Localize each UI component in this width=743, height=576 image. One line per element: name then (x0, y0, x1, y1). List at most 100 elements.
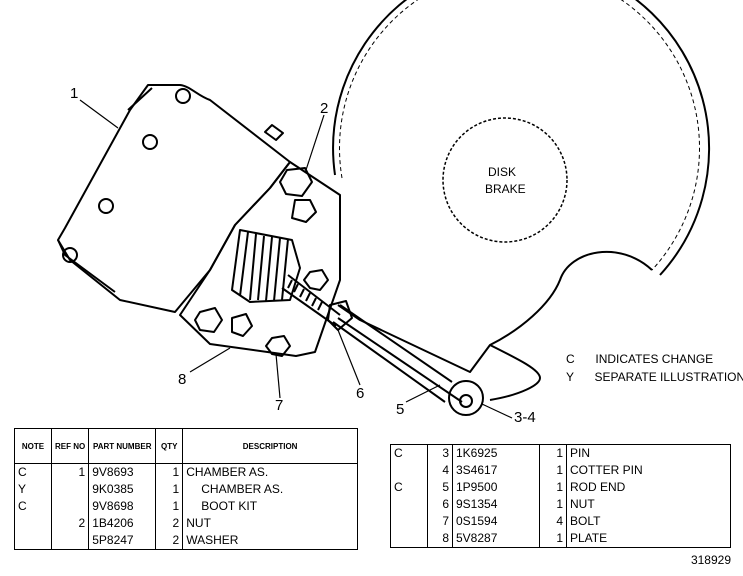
legend-row-separate: Y SEPARATE ILLUSTRATION (566, 370, 743, 384)
chamber-bolt (175, 88, 191, 104)
cell-note: C (390, 479, 428, 496)
cell-part: 1K6925 (452, 444, 540, 462)
table-header-row: NOTE REF NO PART NUMBER QTY DESCRIPTION (14, 428, 358, 464)
cell-desc: BOLT (570, 514, 601, 528)
cell-note (14, 515, 52, 532)
cell-desc: BOOT KIT (201, 499, 258, 513)
cell-desc: COTTER PIN (570, 463, 643, 477)
cell-ref: 3 (427, 444, 453, 462)
cell-desc: PIN (570, 446, 591, 460)
cell-desc: PLATE (570, 531, 608, 545)
brake-chamber (57, 84, 291, 313)
legend-text: INDICATES CHANGE (595, 352, 714, 366)
legend-text: SEPARATE ILLUSTRATION (594, 370, 743, 384)
cell-qty: 1 (155, 498, 184, 515)
callout-2: 2 (320, 100, 328, 117)
header-desc: DESCRIPTION (182, 428, 358, 464)
push-rod (281, 274, 341, 327)
legend-row-change: C INDICATES CHANGE (566, 352, 713, 366)
cell-ref: 2 (51, 515, 90, 532)
callout-7: 7 (275, 397, 283, 414)
cell-note: C (390, 444, 428, 462)
cell-note (390, 530, 428, 548)
header-note: NOTE (14, 428, 52, 464)
cell-qty: 1 (539, 462, 567, 479)
cell-qty: 1 (539, 444, 567, 462)
header-part: PART NUMBER (88, 428, 157, 464)
cell-qty: 2 (155, 532, 184, 550)
disk-label-line-2: BRAKE (485, 182, 526, 196)
cell-part: 1B4206 (88, 515, 157, 532)
callout-5: 5 (396, 401, 404, 418)
cell-ref (51, 481, 90, 498)
cell-note (390, 513, 428, 530)
cell-ref: 1 (51, 463, 90, 481)
boot-bellows (231, 229, 301, 303)
callout-3-4: 3-4 (514, 409, 536, 426)
disk-outer-rim (332, 0, 711, 276)
cell-desc: NUT (186, 516, 211, 530)
cell-note (14, 532, 52, 550)
cell-qty: 4 (539, 513, 567, 530)
cell-part: 9K0385 (88, 481, 157, 498)
cell-desc: WASHER (186, 533, 239, 547)
figure-number: 318929 (690, 553, 731, 567)
cell-part: 9S1354 (452, 496, 540, 513)
disk-label-line-1: DISK (488, 165, 516, 179)
jam-nut (327, 300, 353, 331)
cell-note: Y (14, 481, 52, 498)
cell-part: 9V8693 (88, 463, 157, 481)
cell-desc: CHAMBER AS. (186, 465, 269, 479)
callout-1: 1 (70, 85, 78, 102)
cell-qty: 1 (155, 481, 184, 498)
cell-ref: 4 (427, 462, 453, 479)
cell-ref (51, 532, 90, 550)
cell-part: 1P9500 (452, 479, 540, 496)
header-ref: REF NO (51, 428, 90, 464)
cell-desc: CHAMBER AS. (201, 482, 284, 496)
cell-desc: NUT (570, 497, 595, 511)
cell-note: C (14, 463, 52, 481)
brake-lever (337, 250, 653, 373)
callout-8: 8 (178, 371, 186, 388)
parts-table-left: NOTE REF NO PART NUMBER QTY DESCRIPTION … (14, 428, 358, 550)
cell-part: 3S4617 (452, 462, 540, 479)
legend-code: C (566, 352, 575, 366)
disk-brake-hub (442, 117, 568, 243)
clevis-pin (448, 380, 484, 416)
cell-note (390, 462, 428, 479)
cell-ref: 7 (427, 513, 453, 530)
cell-ref: 8 (427, 530, 453, 548)
cell-part: 5P8247 (88, 532, 157, 550)
cell-part: 5V8287 (452, 530, 540, 548)
rod-end (332, 304, 453, 403)
cell-qty: 1 (539, 479, 567, 496)
mounting-plate (179, 161, 341, 357)
cell-qty: 1 (155, 463, 184, 481)
legend-code: Y (566, 370, 574, 384)
cell-note (390, 496, 428, 513)
cell-desc: ROD END (570, 480, 626, 494)
cell-ref: 5 (427, 479, 453, 496)
header-qty: QTY (155, 428, 184, 464)
cell-qty: 2 (155, 515, 184, 532)
cell-ref: 6 (427, 496, 453, 513)
cell-qty: 1 (539, 496, 567, 513)
cell-qty: 1 (539, 530, 567, 548)
cell-ref (51, 498, 90, 515)
cell-note: C (14, 498, 52, 515)
cell-part: 9V8698 (88, 498, 157, 515)
